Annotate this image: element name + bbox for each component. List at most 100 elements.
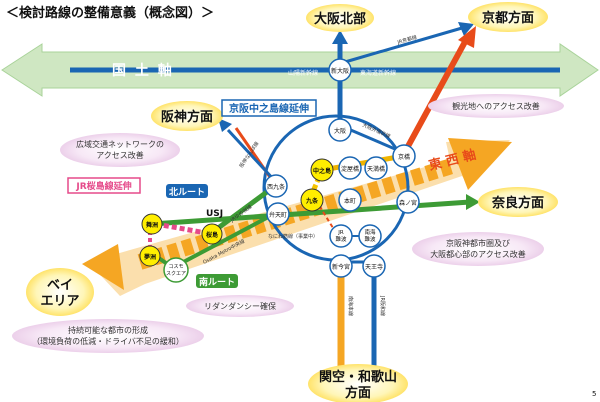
station-shin-imamiya: 新今宮	[329, 254, 353, 278]
svg-text:JR: JR	[337, 230, 344, 236]
jr-sakurajima-box	[67, 177, 141, 194]
kanku-bubble	[308, 364, 408, 402]
keihan-line	[321, 153, 405, 173]
sustainable-note-line1: 持続可能な都市の形成	[68, 325, 148, 335]
hanwa-label: JR阪和線	[379, 295, 386, 316]
nankai-label: 南海本線	[347, 296, 354, 316]
station-nishikujo: 西九条	[264, 174, 288, 198]
kanku-label-line2: 方面	[345, 385, 371, 401]
svg-text:弁天町: 弁天町	[269, 211, 287, 219]
jr-kyoto-line	[344, 26, 463, 64]
svg-text:天王寺: 天王寺	[365, 263, 383, 271]
station-yumeshima: 夢洲	[139, 245, 161, 267]
svg-text:夢洲: 夢洲	[144, 253, 156, 261]
station-sakurajima: 桜島	[201, 223, 223, 245]
svg-text:大阪: 大阪	[334, 127, 346, 135]
osaka-north-label: 大阪北部	[314, 11, 366, 27]
keihan-route-box	[221, 99, 317, 117]
station-bentencho: 弁天町	[266, 202, 290, 226]
keihanshin-note-bubble	[412, 232, 544, 266]
svg-text:森ノ宮: 森ノ宮	[399, 199, 417, 207]
station-nankai-namba: 南海 難波	[358, 224, 382, 248]
keihanshin-note-line2: 大阪都心部のアクセス改善	[430, 249, 526, 259]
south-route-label: 南ルート	[199, 276, 235, 288]
station-kujo: 九条	[300, 188, 324, 212]
tokaido-label: 東海道新幹線	[360, 69, 396, 77]
south-route-box	[196, 274, 238, 288]
page-title: ＜検討路線の整備意義（概念図）＞	[6, 5, 214, 21]
station-tennoji: 天王寺	[362, 254, 386, 278]
hanshin-blue-line	[226, 128, 278, 184]
svg-text:京橋: 京橋	[398, 153, 410, 161]
east-west-arrowhead	[448, 138, 512, 190]
nara-label: 奈良方面	[491, 195, 544, 211]
svg-text:スクエア: スクエア	[166, 271, 186, 277]
sanyo-label: 山陽新幹線	[288, 69, 318, 77]
hanshin-label: 阪神方面	[161, 109, 213, 125]
north-route-box	[166, 184, 208, 198]
svg-text:新大阪: 新大阪	[331, 67, 349, 75]
network-note-line1: 広域交通ネットワークの	[76, 139, 164, 149]
usj-label: USJ	[206, 209, 223, 219]
page-number: 5	[592, 390, 596, 398]
station-nakanoshima: 中之島	[310, 158, 334, 182]
red-kyoto-line	[403, 38, 469, 152]
network-note-line2: アクセス改善	[96, 150, 144, 160]
keihan-route-label: 京阪中之島線延伸	[229, 102, 309, 115]
kyoto-label: 京都方面	[482, 10, 534, 26]
station-cosmo-square: コスモ スクエア	[163, 257, 189, 283]
redundancy-note: リダンダンシー確保	[204, 301, 276, 311]
network-note-bubble	[60, 133, 180, 167]
redundancy-note-bubble	[186, 295, 294, 317]
station-hommachi: 本町	[338, 188, 362, 212]
tourism-note-bubble	[428, 94, 564, 118]
nara-bubble	[478, 187, 558, 217]
kyoto-blue-arrowhead	[458, 22, 474, 36]
kyoto-bubble	[468, 2, 548, 32]
sustainable-note-line2: （環境負荷の低減・ドライバ不足の緩和）	[32, 336, 184, 346]
north-route-label: 北ルート	[169, 186, 205, 198]
keihanshin-note-line1: 京阪神都市圏及び	[446, 238, 510, 248]
svg-text:本町: 本町	[344, 197, 356, 205]
svg-text:コスモ: コスモ	[168, 264, 183, 270]
svg-text:難波: 難波	[364, 235, 376, 243]
kyoto-red-arrowhead	[458, 26, 476, 48]
bay-label-line1: ベイ	[47, 278, 73, 293]
station-jr-namba: JR 難波	[329, 224, 353, 248]
bay-label-line2: エリア	[40, 294, 79, 309]
osaka-north-bubble	[306, 4, 374, 32]
national-axis-label: 国 土 軸	[112, 62, 174, 79]
osaka-kyobashi-line	[345, 126, 403, 154]
osaka-north-arrowhead	[332, 30, 348, 44]
station-shin-osaka: 新大阪	[328, 58, 352, 82]
svg-text:桜島: 桜島	[206, 231, 218, 239]
hanshin-bubble	[151, 101, 223, 131]
bay-arrowhead	[82, 244, 124, 290]
jr-sakurajima-extension	[155, 221, 213, 237]
naniwasuji-label: なにわ筋線（事業中）	[268, 233, 318, 240]
svg-text:難波: 難波	[335, 235, 347, 243]
station-yodoyabashi: 淀屋橋	[338, 156, 362, 180]
kanku-label-line1: 関空・和歌山	[319, 369, 397, 385]
north-route-line	[208, 183, 277, 237]
station-kyobashi: 京橋	[392, 144, 416, 168]
jr-sakurajima-label: JR桜島線延伸	[75, 180, 131, 192]
east-west-axis-dashes	[137, 157, 458, 270]
svg-text:西九条: 西九条	[267, 183, 285, 191]
svg-text:南海: 南海	[364, 228, 376, 236]
station-morinomiya: 森ノ宮	[396, 190, 420, 214]
bay-area-bubble	[26, 268, 94, 316]
svg-text:天満橋: 天満橋	[367, 165, 385, 173]
south-route-line	[175, 212, 275, 268]
svg-text:中之島: 中之島	[313, 167, 331, 175]
station-osaka: 大阪	[328, 118, 352, 142]
sustainable-note-bubble	[12, 319, 204, 353]
station-maishima: 舞洲	[141, 213, 163, 235]
station-temmabashi: 天満橋	[364, 156, 388, 180]
hanshin-arrowhead	[218, 118, 232, 132]
nara-arrowhead	[466, 194, 480, 210]
svg-text:淀屋橋: 淀屋橋	[341, 165, 359, 173]
svg-text:九条: 九条	[305, 197, 319, 205]
